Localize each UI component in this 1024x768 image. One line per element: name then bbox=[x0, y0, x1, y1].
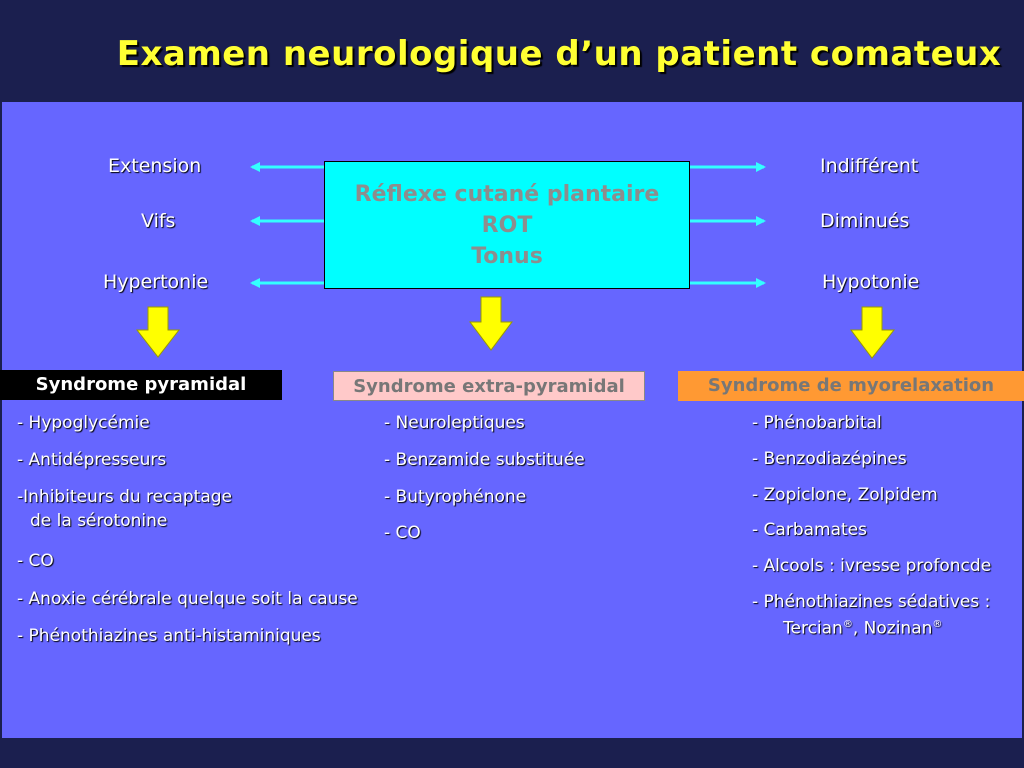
center-box: Réflexe cutané plantaire ROT Tonus bbox=[324, 161, 690, 289]
down-arrow-left bbox=[135, 306, 181, 358]
list-item: - Carbamates bbox=[752, 520, 867, 540]
list-item: - Hypoglycémie bbox=[17, 413, 150, 433]
registered-mark: ® bbox=[932, 619, 943, 630]
list-item: - Phénothiazines anti-histaminiques bbox=[17, 626, 321, 646]
list-item-tercian-nozinan: Tercian®, Nozinan® bbox=[783, 614, 942, 640]
nozinan-text: Nozinan bbox=[863, 618, 933, 639]
list-item: - Zopiclone, Zolpidem bbox=[752, 485, 938, 505]
down-arrow-center bbox=[469, 296, 513, 351]
list-item: -Inhibiteurs du recaptage bbox=[17, 487, 233, 507]
tercian-text: Tercian bbox=[783, 618, 843, 639]
list-item: - Phénothiazines sédatives : bbox=[752, 592, 991, 612]
down-arrow-right bbox=[850, 306, 896, 359]
list-item: - Butyrophénone bbox=[384, 487, 527, 507]
list-item: - Alcools : ivresse profoncde bbox=[752, 556, 992, 576]
center-line-reflexe: Réflexe cutané plantaire bbox=[354, 182, 660, 207]
list-item: de la sérotonine bbox=[30, 511, 168, 531]
center-line-tonus: Tonus bbox=[471, 244, 543, 269]
list-item: - Neuroleptiques bbox=[384, 413, 525, 433]
label-indifferent: Indifférent bbox=[820, 155, 919, 177]
registered-mark: ® bbox=[842, 619, 853, 630]
list-item: - Phénobarbital bbox=[752, 413, 882, 433]
syndrome-myorelaxation-badge: Syndrome de myorelaxation bbox=[678, 371, 1024, 401]
list-item: - Benzodiazépines bbox=[752, 449, 907, 469]
footer-bar bbox=[0, 738, 1024, 768]
label-vifs: Vifs bbox=[141, 210, 176, 232]
list-item: - Antidépresseurs bbox=[17, 450, 167, 470]
list-item: - Benzamide substituée bbox=[384, 450, 585, 470]
center-line-rot: ROT bbox=[481, 213, 533, 238]
list-item: - CO bbox=[384, 523, 421, 543]
header-bar bbox=[0, 0, 1024, 100]
slide-title: Examen neurologique d’un patient comateu… bbox=[116, 34, 1002, 74]
syndrome-pyramidal-badge: Syndrome pyramidal bbox=[0, 370, 282, 400]
separator-text: , bbox=[852, 618, 864, 639]
syndrome-extra-pyramidal-badge: Syndrome extra-pyramidal bbox=[333, 371, 645, 401]
label-hypotonie: Hypotonie bbox=[822, 271, 920, 293]
label-diminues: Diminués bbox=[820, 210, 910, 232]
list-item: - CO bbox=[17, 551, 54, 571]
label-hypertonie: Hypertonie bbox=[103, 271, 209, 293]
label-extension: Extension bbox=[108, 155, 202, 177]
list-item: - Anoxie cérébrale quelque soit la cause bbox=[17, 589, 358, 609]
